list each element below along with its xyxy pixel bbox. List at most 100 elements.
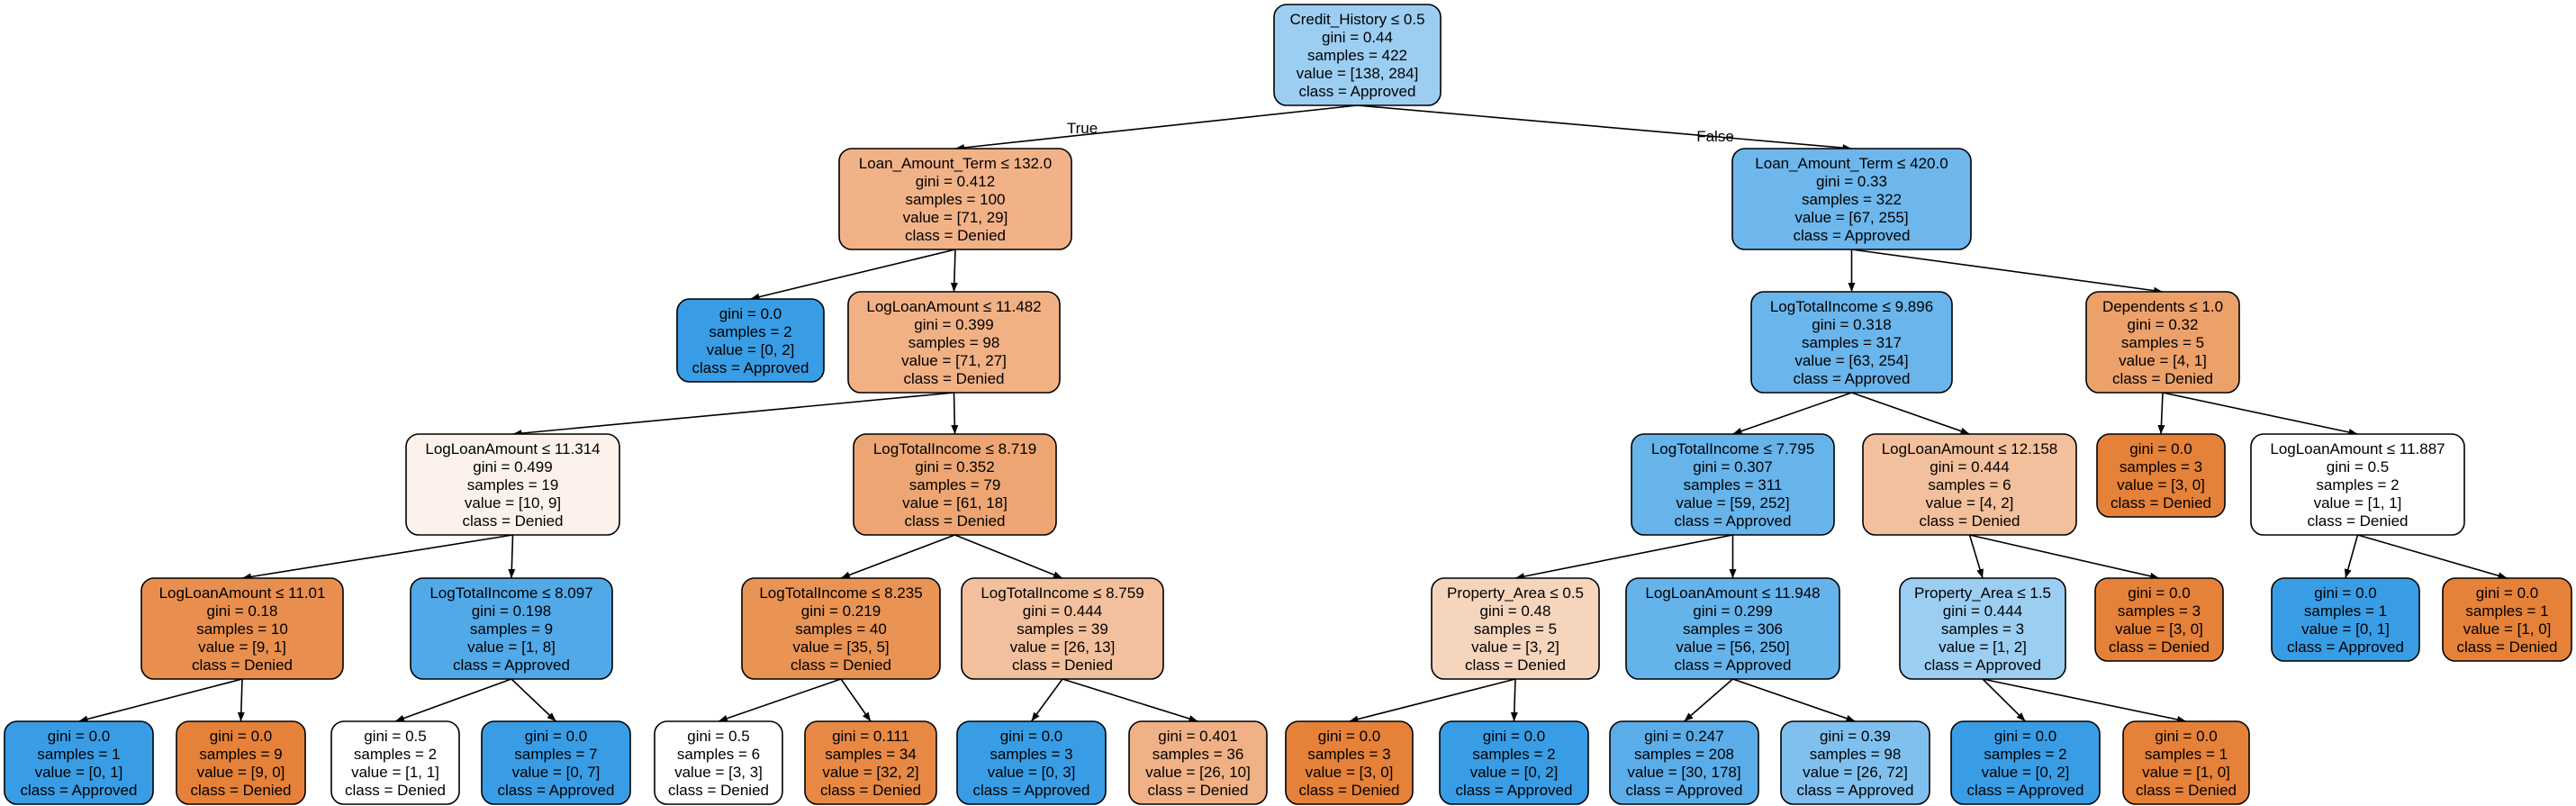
node-line: gini = 0.352 [915, 458, 994, 475]
node-line: class = Denied [791, 657, 891, 674]
node-line: samples = 5 [1474, 620, 1557, 638]
node-box [1439, 720, 1589, 805]
node-line: value = [26, 13] [1010, 638, 1116, 656]
node-box [481, 720, 631, 805]
node-line: gini = 0.0 [1000, 728, 1062, 745]
node-line: Dependents ≤ 1.0 [2102, 298, 2223, 315]
node-line: samples = 19 [467, 476, 559, 494]
node-line: samples = 79 [909, 476, 1001, 494]
node-line: value = [0, 7] [512, 764, 601, 781]
node-line: value = [1, 8] [467, 638, 556, 656]
node-line: samples = 98 [1810, 746, 1902, 763]
node-line: value = [0, 2] [707, 341, 795, 358]
node-line: value = [3, 0] [2115, 620, 2203, 638]
node-box [1625, 577, 1840, 680]
edge-arrow [1357, 104, 1852, 152]
edge-n28-n29 [1982, 678, 2027, 722]
edge-n34-n36 [2357, 534, 2508, 580]
node-box [1273, 4, 1442, 106]
node-line: gini = 0.499 [473, 458, 552, 475]
edge-n19-n27 [1851, 392, 1970, 435]
node-line: class = Approved [1675, 512, 1792, 530]
node-line: class = Denied [1012, 657, 1113, 674]
node-box [1631, 433, 1835, 536]
edge-n15-n17 [1062, 678, 1198, 722]
node-box [1750, 291, 1953, 394]
node-box [1731, 148, 1972, 250]
edge-arrow [1732, 392, 1852, 435]
edge-n5-n6 [78, 678, 243, 723]
edge-n19-n20 [1732, 392, 1852, 435]
edge-arrow [2162, 392, 2358, 436]
edge-arrow [1968, 534, 1984, 579]
node-line: samples = 98 [908, 334, 1000, 351]
node-line: class = Denied [2112, 370, 2213, 387]
node-line: class = Approved [1924, 657, 2041, 674]
edge-arrow [1969, 534, 2160, 580]
node-box [676, 298, 825, 383]
node-box [956, 720, 1107, 805]
node-line: value = [61, 18] [902, 494, 1008, 512]
node-line: LogTotalIncome ≤ 9.896 [1770, 298, 1933, 315]
node-line: value = [32, 2] [822, 764, 918, 781]
node-line: samples = 322 [1802, 191, 1902, 208]
node-line: class = Approved [1794, 227, 1911, 244]
node-box [1780, 720, 1930, 805]
edge-arrow [750, 249, 956, 301]
node-line: samples = 2 [2316, 476, 2399, 494]
node-line: value = [0, 1] [2301, 620, 2390, 638]
edge-arrow [1851, 392, 1970, 435]
node-line: gini = 0.33 [1816, 173, 1887, 190]
node-line: samples = 2 [1472, 746, 1555, 763]
node-line: value = [9, 1] [198, 638, 286, 656]
edge-arrow [1514, 534, 1733, 580]
node-line: samples = 306 [1683, 620, 1783, 638]
edge-arrow [1732, 678, 1856, 722]
node-line: samples = 3 [2120, 458, 2202, 475]
edge-arrow [508, 534, 516, 579]
edge-n21-n23 [1510, 678, 1518, 722]
edge-n21-n22 [1349, 678, 1516, 723]
node-line: class = Denied [463, 512, 564, 530]
node-box [1862, 433, 2077, 536]
node-line: value = [1, 1] [351, 764, 439, 781]
node-line: samples = 2 [709, 323, 791, 340]
node-line: class = Denied [2136, 782, 2237, 799]
edge-n1-n2 [750, 249, 956, 301]
node-line: gini = 0.0 [48, 728, 110, 745]
node-line: value = [35, 5] [792, 638, 889, 656]
node-box [2122, 720, 2250, 805]
edge-arrow [237, 678, 245, 722]
node-line: class = Approved [1299, 83, 1416, 100]
node-line: class = Denied [668, 782, 769, 799]
node-line: value = [0, 2] [1470, 764, 1559, 781]
edge-arrow [1349, 678, 1516, 723]
node-box [2096, 433, 2226, 518]
edge-n5-n7 [237, 678, 245, 722]
node-box [853, 433, 1057, 536]
node-line: Loan_Amount_Term ≤ 132.0 [859, 155, 1052, 172]
node-line: LogTotalIncome ≤ 8.719 [873, 440, 1036, 457]
node-line: class = Approved [1794, 370, 1911, 387]
node-line: gini = 0.5 [687, 728, 749, 745]
edge-n8-n9 [394, 678, 512, 722]
edge-n0-n18 [1357, 104, 1852, 152]
node-line: gini = 0.0 [525, 728, 587, 745]
edge-arrow [511, 678, 557, 722]
node-line: gini = 0.0 [2314, 584, 2376, 602]
node-line: gini = 0.299 [1693, 602, 1772, 620]
node-line: value = [0, 1] [35, 764, 123, 781]
node-line: class = Denied [1299, 782, 1400, 799]
node-line: gini = 0.0 [2476, 584, 2538, 602]
node-line: gini = 0.111 [832, 728, 909, 745]
node-line: gini = 0.0 [2128, 584, 2190, 602]
node-line: gini = 0.219 [801, 602, 881, 620]
